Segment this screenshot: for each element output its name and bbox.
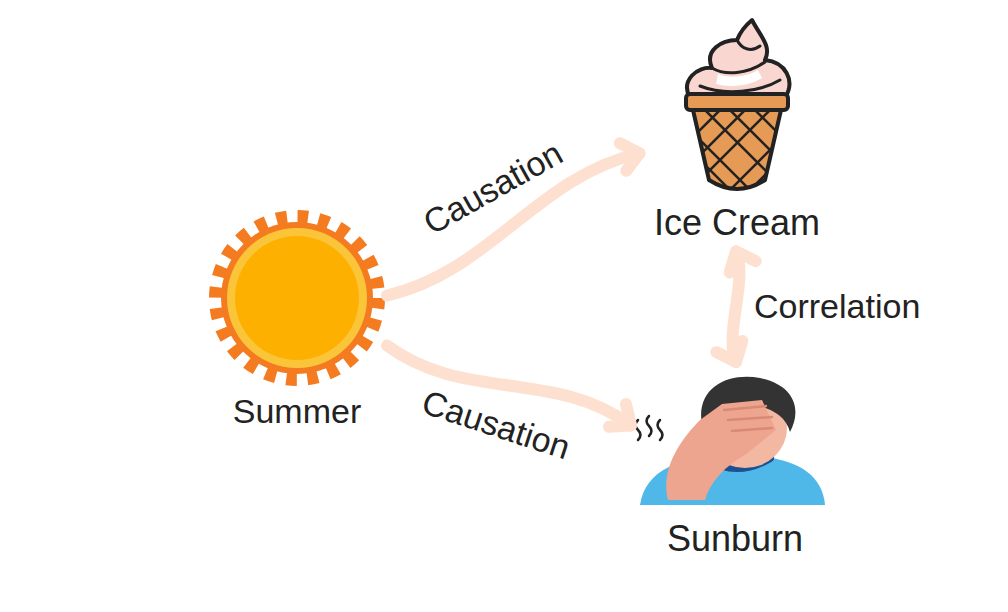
node-label: Summer <box>233 392 361 431</box>
arrow-stroke <box>730 251 756 272</box>
arrow-stroke <box>716 341 742 362</box>
summer-node: Summer <box>209 210 385 431</box>
node-label: Sunburn <box>667 518 803 559</box>
ice-cream-icon <box>680 20 800 200</box>
edge-label: Causation <box>413 382 578 469</box>
sunburn-person-icon <box>636 377 826 505</box>
arrow-stroke <box>609 404 631 427</box>
node-label: Ice Cream <box>654 202 820 243</box>
sun-icon <box>217 218 377 378</box>
arrow-stroke <box>620 143 640 171</box>
edge-label: Correlation <box>750 287 924 326</box>
edge-label: Causation <box>413 131 573 244</box>
ice-cream-node: Ice Cream <box>646 18 829 243</box>
sunburn-node: Sunburn <box>637 368 833 559</box>
